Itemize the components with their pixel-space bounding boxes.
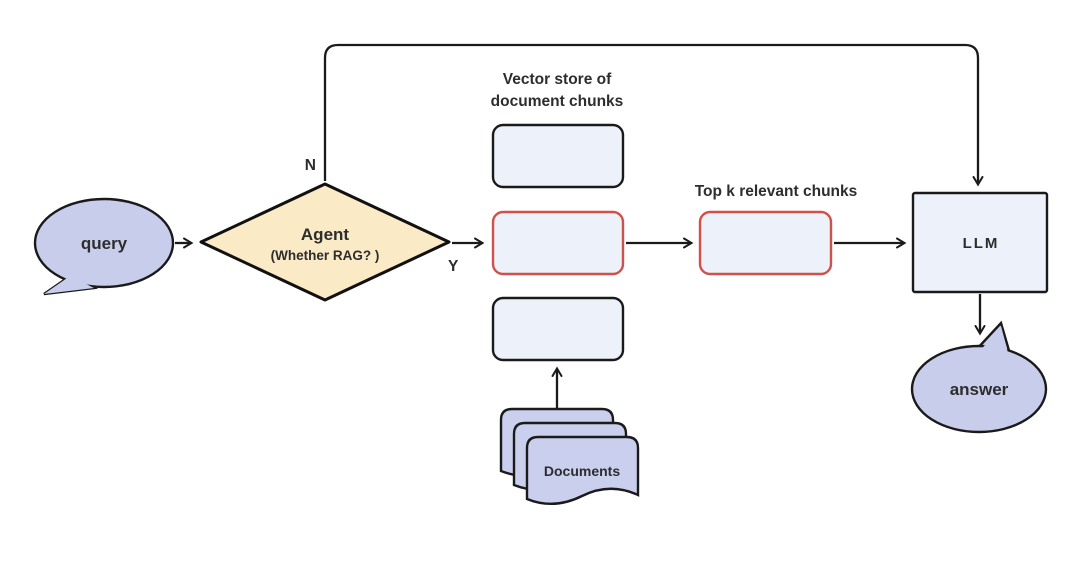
vector-store-label-line2: document chunks	[491, 93, 624, 110]
vector-store-box-middle	[491, 210, 625, 276]
answer-bubble	[910, 344, 1048, 434]
query-label: query	[81, 234, 128, 253]
topk-label: Top k relevant chunks	[695, 183, 858, 200]
document-page-front	[525, 435, 640, 505]
topk-box	[698, 210, 833, 276]
agent-label: Agent	[301, 225, 350, 244]
vector-store-box-bottom	[491, 296, 625, 362]
topk-node: Top k relevant chunks	[695, 183, 858, 276]
branch-label-y: Y	[448, 258, 459, 275]
llm-label: LLM	[963, 235, 1000, 252]
query-node: query	[33, 197, 175, 296]
llm-node: LLM	[911, 191, 1049, 294]
agent-node: Agent (Whether RAG? )	[199, 182, 451, 302]
agent-sublabel: (Whether RAG? )	[271, 248, 380, 263]
vector-store-label-line1: Vector store of	[503, 71, 612, 88]
agent-diamond	[199, 182, 451, 302]
answer-node: answer	[910, 320, 1048, 434]
answer-bubble-tail-fill	[979, 326, 1008, 353]
query-bubble	[33, 197, 175, 289]
branch-label-n: N	[305, 157, 316, 174]
documents-node: Documents	[499, 407, 640, 505]
vector-store-box-top	[491, 123, 625, 189]
documents-label: Documents	[544, 463, 620, 479]
edge-agent-to-llm-feedback	[323, 43, 984, 187]
vector-store-node: Vector store of document chunks	[491, 71, 625, 362]
llm-box	[911, 191, 1049, 294]
answer-label: answer	[950, 380, 1009, 399]
query-bubble-tail-fill	[44, 276, 94, 294]
